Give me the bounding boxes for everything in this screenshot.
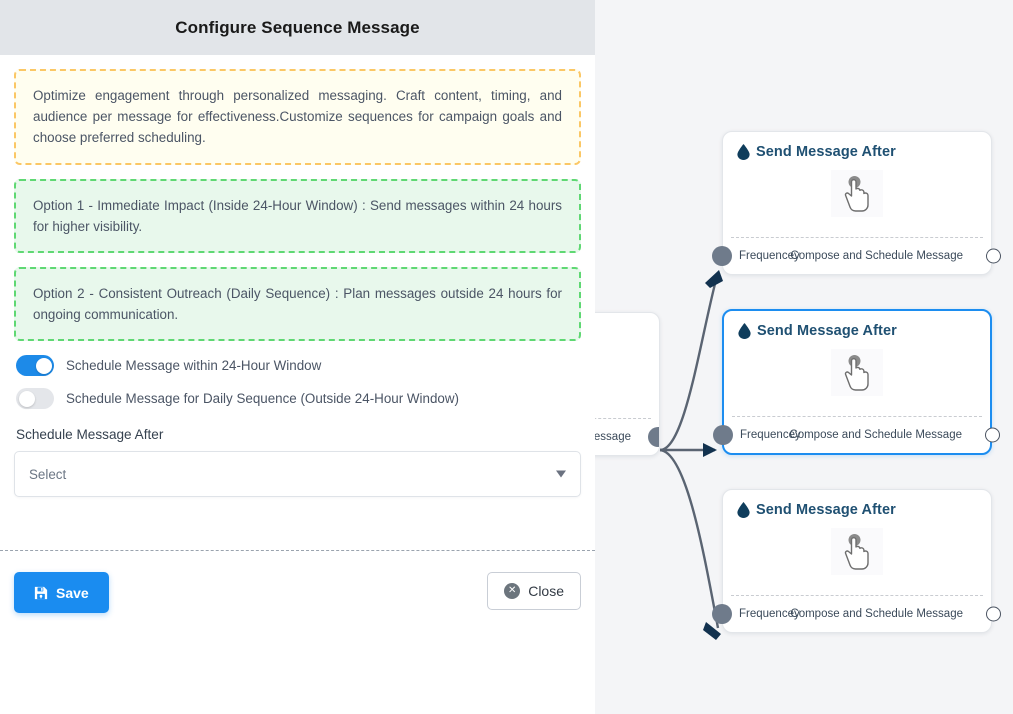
hand-pointer-icon [844, 175, 869, 212]
panel-footer: Save ✕ Close [0, 551, 595, 714]
info-callout-option-2: Option 2 - Consistent Outreach (Daily Se… [14, 266, 581, 342]
port-label-frequency: Frequencey [739, 608, 800, 620]
port-out-compose[interactable] [986, 248, 1001, 264]
port-label-frequency: Frequencey [739, 250, 800, 262]
node-title-row: Send Message After [724, 311, 990, 339]
port-out-compose[interactable] [985, 427, 1000, 443]
flow-node-send-message-after-3[interactable]: Send Message After Frequencey Compose an… [712, 489, 1001, 633]
node-title-text: Send Message After [756, 144, 896, 160]
port-in-frequency[interactable] [712, 246, 732, 266]
port-out-compose[interactable] [986, 606, 1001, 622]
toggle-label-within-24h: Schedule Message within 24-Hour Window [66, 358, 322, 374]
toggle-schedule-daily-sequence[interactable] [16, 388, 54, 410]
hand-pointer-icon [844, 533, 869, 570]
panel-header: Configure Sequence Message [0, 0, 595, 55]
toggle-knob [35, 357, 52, 374]
node-center [723, 528, 991, 575]
node-title-text: Send Message After [757, 323, 897, 339]
node-center [724, 349, 990, 396]
panel-body: Optimize engagement through personalized… [0, 55, 595, 498]
page-title: Configure Sequence Message [175, 17, 420, 37]
save-floppy-icon [34, 586, 48, 599]
port-in-frequency[interactable] [712, 604, 732, 624]
close-button-label: Close [528, 583, 564, 599]
node-body: Send Message After [724, 311, 990, 416]
node-title-row: Send Message After [723, 132, 991, 160]
port-label-compose: Compose and Schedule Message [789, 429, 962, 441]
select-value: Select [29, 466, 67, 482]
flow-canvas[interactable]: ce Message Send Message After [390, 0, 1013, 714]
footer-divider [0, 550, 595, 551]
droplet-icon [738, 323, 751, 339]
toggle-row-within-24h[interactable]: Schedule Message within 24-Hour Window [16, 355, 581, 377]
node-divider [732, 416, 982, 417]
node-center [723, 170, 991, 217]
droplet-icon [737, 502, 750, 518]
hand-icon-wrap [831, 170, 883, 217]
droplet-icon [737, 144, 750, 160]
node-title-row: Send Message After [723, 490, 991, 518]
node-body: Send Message After [723, 490, 991, 595]
node-footer: Frequencey Compose and Schedule Message [713, 417, 1000, 453]
port-label-frequency: Frequencey [740, 429, 801, 441]
node-body: Send Message After [723, 132, 991, 237]
close-button[interactable]: ✕ Close [487, 572, 581, 610]
node-divider [731, 595, 983, 596]
port-label-compose: Compose and Schedule Message [790, 250, 963, 262]
toggle-knob [18, 390, 35, 407]
toggle-schedule-within-24h[interactable] [16, 355, 54, 377]
node-footer: Frequencey Compose and Schedule Message [712, 596, 1001, 632]
close-circle-icon: ✕ [504, 583, 521, 599]
node-divider [731, 237, 983, 238]
node-title-text: Send Message After [756, 502, 896, 518]
port-in-frequency[interactable] [713, 425, 733, 445]
info-callout-overview: Optimize engagement through personalized… [14, 69, 581, 165]
chevron-down-icon[interactable] [556, 470, 566, 478]
schedule-message-after-label: Schedule Message After [16, 427, 164, 443]
save-button-label: Save [56, 584, 89, 601]
port-out-circle[interactable] [648, 427, 659, 447]
save-button[interactable]: Save [14, 572, 109, 613]
node-footer: Frequencey Compose and Schedule Message [712, 238, 1001, 274]
port-label-compose: Compose and Schedule Message [790, 608, 963, 620]
info-callout-option-1: Option 1 - Immediate Impact (Inside 24-H… [14, 178, 581, 253]
toggle-label-daily-sequence: Schedule Message for Daily Sequence (Out… [66, 391, 459, 407]
flow-node-send-message-after-1[interactable]: Send Message After Frequencey Compose an… [712, 131, 1001, 275]
flow-edges [659, 270, 723, 640]
hand-icon-wrap [831, 528, 883, 575]
toggle-row-daily-sequence[interactable]: Schedule Message for Daily Sequence (Out… [16, 388, 581, 410]
hand-icon-wrap [831, 349, 883, 396]
flow-node-send-message-after-2[interactable]: Send Message After Frequencey Compose an… [713, 309, 1000, 455]
configure-sequence-panel: Configure Sequence Message Optimize enga… [0, 0, 595, 714]
schedule-message-after-select[interactable]: Select [14, 451, 581, 498]
hand-pointer-icon [844, 354, 869, 391]
